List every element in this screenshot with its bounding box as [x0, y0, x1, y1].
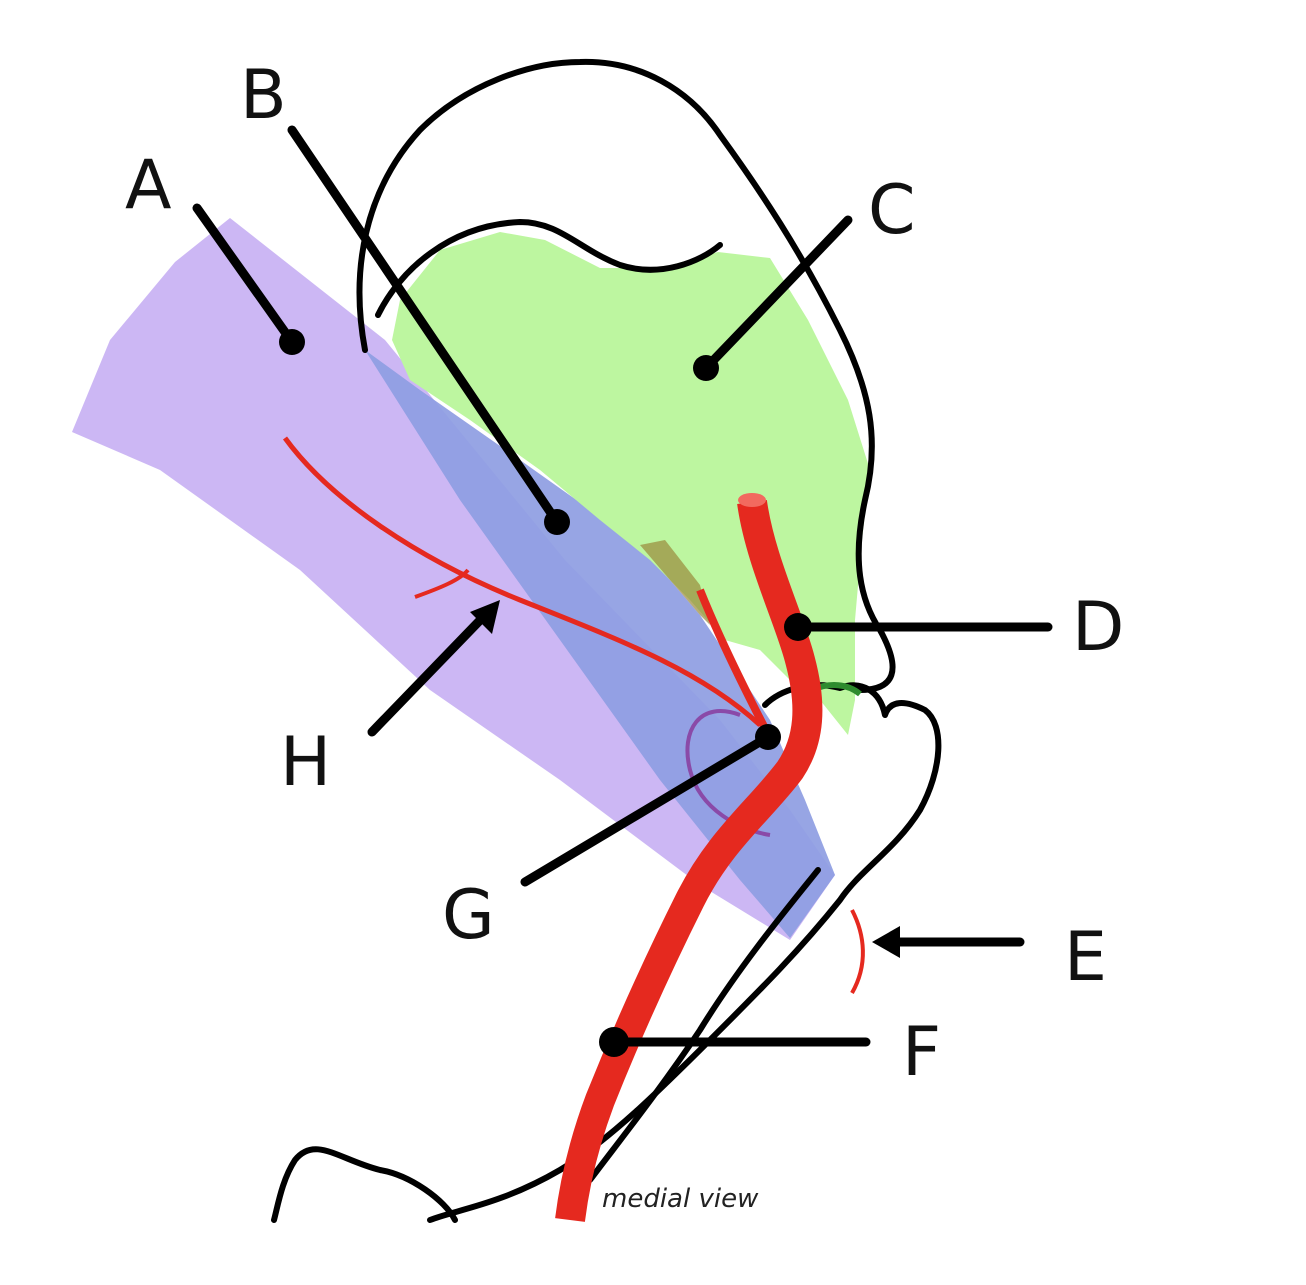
label-d: D: [1072, 588, 1124, 667]
label-b: B: [240, 56, 287, 135]
leader-h: [367, 607, 493, 737]
label-h: H: [280, 723, 331, 802]
leader-a: [192, 203, 297, 347]
pin-b: [544, 509, 570, 535]
label-f: F: [902, 1013, 941, 1092]
artery-branch-g: [696, 588, 774, 740]
overlap-patch: [640, 540, 710, 625]
pin-d: [784, 613, 812, 641]
upper-inner-curve: [375, 219, 723, 318]
pin-c: [693, 355, 719, 381]
lower-left-contour: [271, 1146, 458, 1223]
label-g: G: [442, 876, 495, 955]
arrowhead-h: [470, 600, 500, 634]
leader-c: [701, 215, 853, 373]
label-c: C: [868, 171, 915, 250]
pin-f: [599, 1027, 629, 1057]
region-c-green-mass: [392, 232, 870, 735]
artery-e: [850, 909, 865, 994]
artery-h-branch: [414, 568, 470, 599]
lower-inner-contour: [587, 867, 821, 1183]
artery-h: [282, 436, 762, 727]
label-a: A: [125, 146, 172, 225]
leader-g: [520, 732, 773, 887]
main-artery: [555, 499, 823, 1222]
label-e: E: [1064, 918, 1107, 997]
leader-b: [287, 125, 562, 527]
upper-bone-outline: [356, 58, 896, 693]
artery-cut-end: [738, 493, 766, 507]
region-b-blue-wedge: [365, 350, 835, 938]
pin-g: [755, 724, 781, 750]
pin-a: [279, 329, 305, 355]
arrowhead-e: [872, 926, 900, 958]
caption-medial-view: medial view: [602, 1184, 759, 1214]
